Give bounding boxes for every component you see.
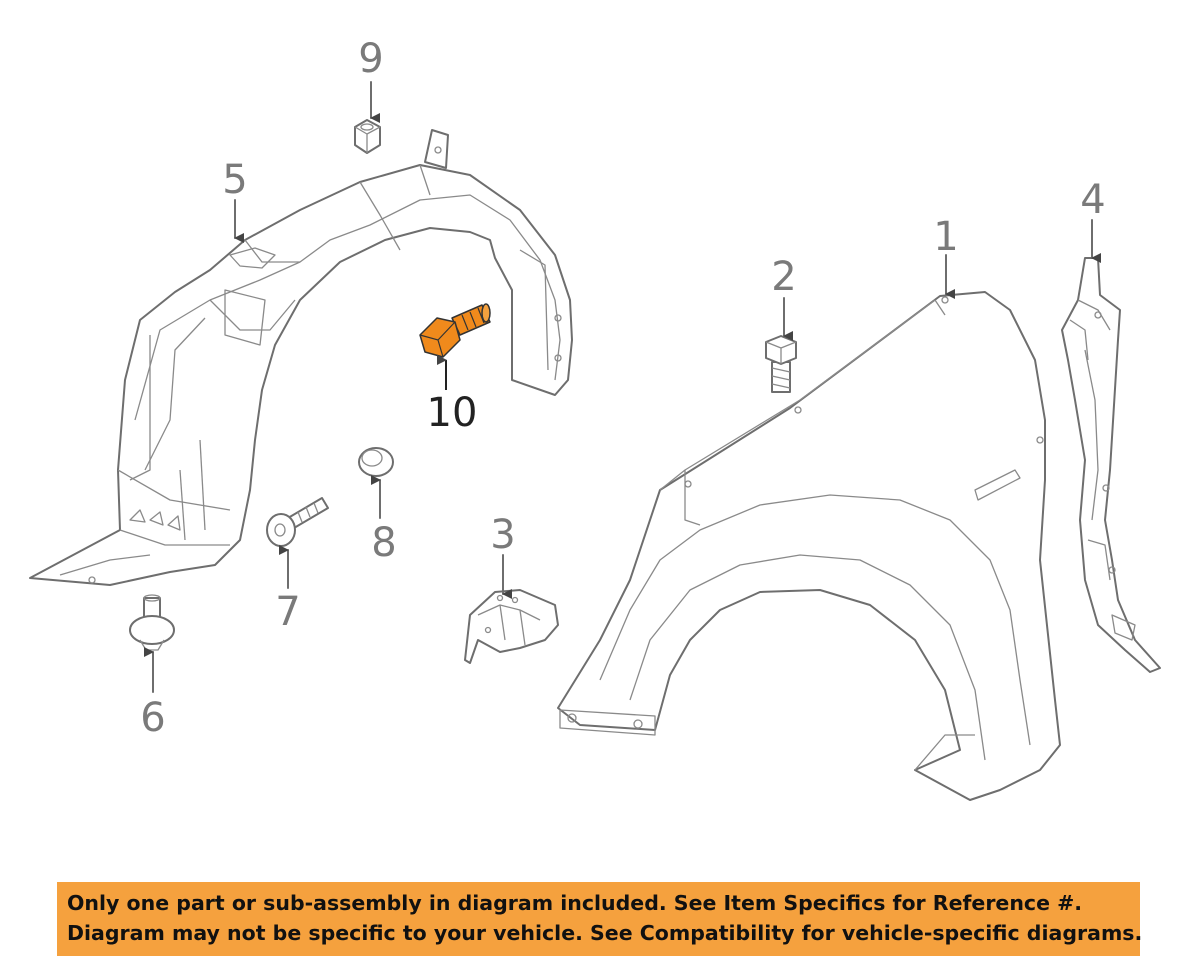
fender-liner-part[interactable] xyxy=(29,129,573,586)
nut-part-8[interactable] xyxy=(358,447,394,477)
bolt-part-2[interactable] xyxy=(765,335,797,393)
clip-part-6[interactable] xyxy=(129,594,175,651)
callout-8: 8 xyxy=(371,520,396,566)
nut-part-9[interactable] xyxy=(354,119,381,154)
callout-6: 6 xyxy=(140,695,165,741)
bolt-part-10-highlighted[interactable] xyxy=(419,303,491,358)
callout-4: 4 xyxy=(1080,177,1105,223)
callout-1: 1 xyxy=(933,214,958,260)
callout-2: 2 xyxy=(771,254,796,300)
callout-5: 5 xyxy=(222,157,247,203)
callout-9: 9 xyxy=(358,36,383,82)
fender-bracket-part[interactable] xyxy=(1061,257,1161,673)
callout-3: 3 xyxy=(490,512,515,558)
small-bracket-part[interactable] xyxy=(464,589,559,664)
disclaimer-line-1: Only one part or sub-assembly in diagram… xyxy=(67,891,1083,915)
callout-10: 10 xyxy=(427,390,478,436)
parts-diagram: 9 5 1 2 4 3 8 7 6 10 xyxy=(29,36,1161,801)
front-fender-part[interactable] xyxy=(557,291,1061,801)
disclaimer-line-2: Diagram may not be specific to your vehi… xyxy=(67,921,1143,945)
screw-part-7[interactable] xyxy=(266,497,329,547)
disclaimer-banner: Only one part or sub-assembly in diagram… xyxy=(57,882,1143,956)
callout-7: 7 xyxy=(275,589,300,635)
